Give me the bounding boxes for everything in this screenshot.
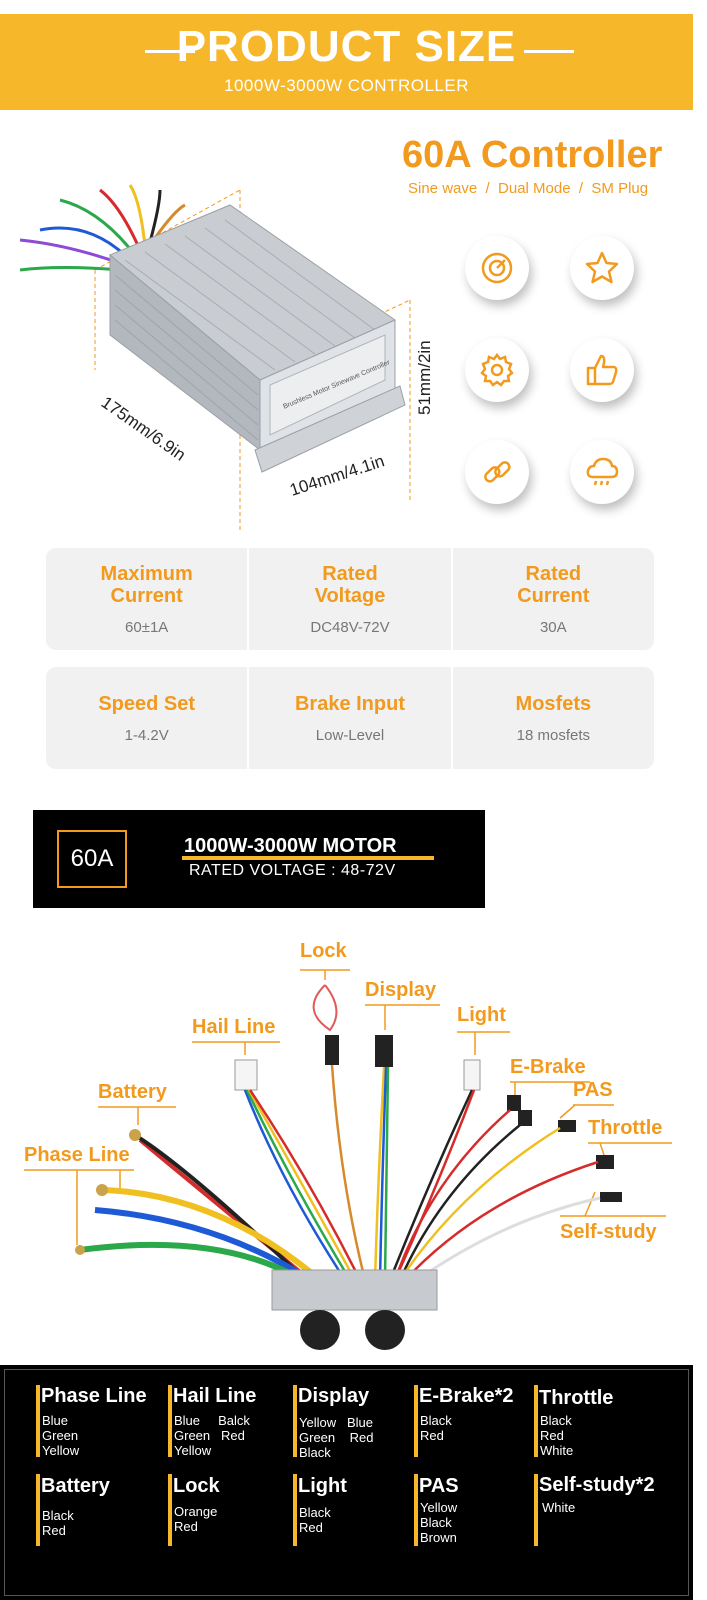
legend-colors: Black Red [420, 1413, 452, 1443]
wire-label-light: Light [457, 1004, 506, 1026]
spec-mosfets: Mosfets 18 mosfets [453, 667, 654, 769]
legend-accent-bar [293, 1385, 297, 1457]
product-subtitle: Sine wave / Dual Mode / SM Plug [408, 180, 649, 197]
spec-value: 60±1A [125, 618, 169, 636]
legend-name: Hail Line [173, 1385, 257, 1407]
amperage-badge: 60A [57, 830, 127, 888]
spec-value: Low-Level [315, 726, 385, 744]
spec-row-1: Maximum Current 60±1A Rated Voltage DC48… [46, 548, 654, 650]
spec-label: Rated Current [517, 562, 590, 607]
legend-name: Lock [173, 1475, 220, 1497]
motor-subtitle: RATED VOLTAGE : 48-72V [189, 862, 396, 879]
wire-label-self-study: Self-study [560, 1221, 657, 1243]
spec-label: Maximum Current [100, 562, 193, 607]
legend-colors: Blue Green Yellow [42, 1413, 80, 1458]
spec-rated-voltage: Rated Voltage DC48V-72V [249, 548, 453, 650]
motor-title-underline [182, 856, 434, 860]
height-dimension: 51mm/2in [415, 340, 434, 415]
legend-name: Battery [41, 1475, 110, 1497]
header-banner [0, 14, 693, 110]
spec-label: Speed Set [98, 692, 196, 715]
legend-colors: Yellow Black Brown [420, 1500, 458, 1545]
cloud-rain-icon [570, 440, 634, 504]
legend-name: PAS [419, 1475, 459, 1497]
wire-label-hail-line: Hail Line [192, 1016, 276, 1038]
spec-value: DC48V-72V [310, 618, 390, 636]
wiring-illustration [24, 969, 672, 1350]
wire-label-e-brake: E-Brake [510, 1056, 586, 1078]
star-icon [570, 236, 634, 300]
legend-name: Phase Line [41, 1385, 147, 1407]
wire-label-pas: PAS [573, 1079, 613, 1101]
product-title: 60A Controller [402, 134, 663, 176]
spec-label: Rated Voltage [314, 562, 386, 607]
link-icon [465, 440, 529, 504]
legend-colors: White [542, 1500, 576, 1515]
spec-rated-current: Rated Current 30A [453, 548, 654, 650]
speedometer-icon [465, 236, 529, 300]
motor-title: 1000W-3000W MOTOR [184, 835, 397, 857]
spec-row-2: Speed Set 1-4.2V Brake Input Low-Level M… [46, 667, 654, 769]
width-dimension: 104mm/4.1in [287, 451, 386, 499]
legend-accent-bar [293, 1474, 297, 1546]
legend-name: Display [298, 1385, 370, 1407]
wire-label-phase-line: Phase Line [24, 1144, 130, 1166]
legend-accent-bar [414, 1385, 418, 1457]
spec-speed-set: Speed Set 1-4.2V [46, 667, 250, 769]
wire-label-display: Display [365, 979, 437, 1001]
spec-value: 1-4.2V [124, 726, 169, 744]
banner-dash-left [145, 50, 195, 53]
legend-name: Light [298, 1475, 347, 1497]
legend-border [4, 1369, 689, 1596]
wire-label-throttle: Throttle [588, 1117, 663, 1139]
legend-colors: Black Red White [540, 1413, 574, 1458]
legend-name: E-Brake*2 [419, 1385, 514, 1407]
wire-label-battery: Battery [98, 1081, 167, 1103]
legend-colors: Blue Balck Green Red Yellow [174, 1413, 250, 1458]
spec-max-current: Maximum Current 60±1A [46, 548, 250, 650]
spec-value: 30A [539, 618, 567, 636]
legend-accent-bar [168, 1474, 172, 1546]
legend-accent-bar [36, 1385, 40, 1457]
legend-accent-bar [36, 1474, 40, 1546]
spec-label: Mosfets [515, 692, 592, 715]
legend-accent-bar [168, 1385, 172, 1457]
legend-accent-bar [534, 1385, 538, 1457]
thumbs-up-icon [570, 338, 634, 402]
banner-subtitle: 1000W-3000W CONTROLLER [224, 76, 469, 95]
legend-accent-bar [534, 1474, 538, 1546]
wire-color-legend [0, 1365, 693, 1600]
controller-illustration: Brushless Motor Sinewave Controller 175m… [19, 184, 434, 530]
legend-colors: Black Red [42, 1508, 74, 1538]
legend-colors: Black Red [299, 1505, 331, 1535]
legend-colors: Yellow Blue Green Red Black [299, 1415, 374, 1460]
spec-brake-input: Brake Input Low-Level [249, 667, 453, 769]
gear-icon [465, 338, 529, 402]
legend-name: Self-study*2 [539, 1474, 655, 1496]
length-dimension: 175mm/6.9in [98, 393, 189, 465]
legend-colors: Orange Red [174, 1504, 218, 1534]
legend-accent-bar [414, 1474, 418, 1546]
legend-name: Throttle [539, 1387, 614, 1409]
banner-title: PRODUCT SIZE [176, 22, 517, 71]
spec-value: 18 mosfets [516, 726, 590, 744]
banner-dash-right [524, 50, 574, 53]
wire-label-lock: Lock [300, 940, 347, 962]
spec-label: Brake Input [294, 692, 405, 715]
